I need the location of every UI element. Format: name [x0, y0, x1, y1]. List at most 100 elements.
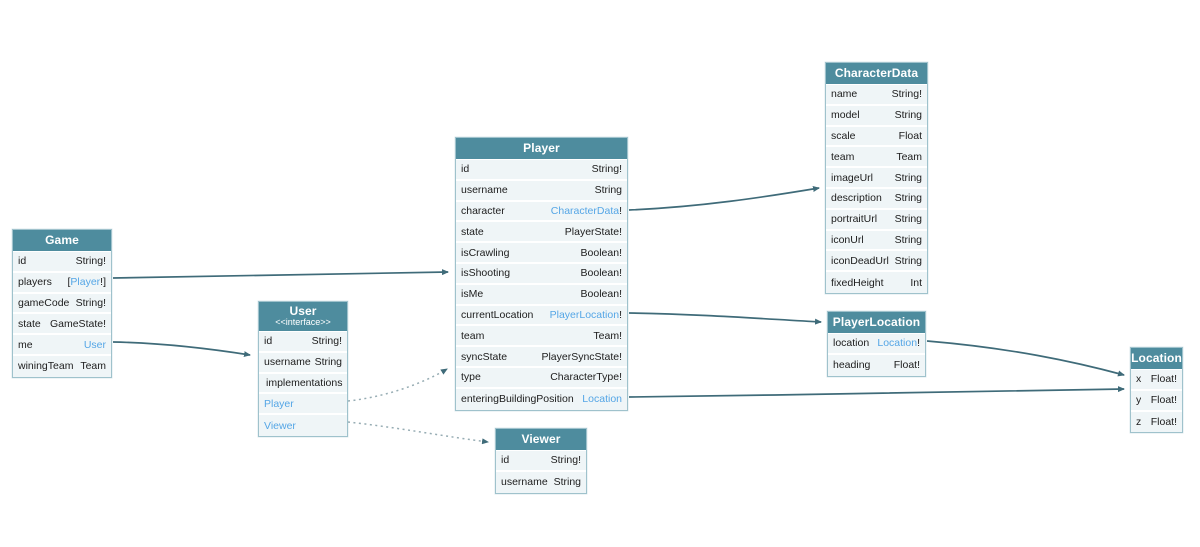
- node-title: PlayerLocation: [832, 314, 921, 329]
- implementations-section-row[interactable]: implementations: [259, 373, 347, 395]
- node-title: CharacterData: [834, 65, 919, 80]
- type-link-viewer[interactable]: Viewer: [264, 419, 296, 432]
- field-row-portraitUrl[interactable]: portraitUrl String: [826, 209, 927, 231]
- field-name: iconDeadUrl: [831, 254, 889, 267]
- field-type: Boolean!: [580, 246, 622, 259]
- field-type: Boolean!: [580, 267, 622, 280]
- field-type: String: [894, 213, 922, 226]
- field-type: String!: [550, 454, 581, 467]
- field-name: y: [1136, 394, 1142, 407]
- type-link-characterdata[interactable]: CharacterData: [550, 204, 620, 217]
- field-name: enteringBuildingPosition: [461, 393, 574, 406]
- field-type: Team: [896, 150, 922, 163]
- field-type: String!: [75, 255, 106, 268]
- field-name: team: [461, 329, 485, 342]
- field-name: isShooting: [461, 267, 511, 280]
- node-header-viewer[interactable]: Viewer: [496, 429, 586, 451]
- field-type[interactable]: CharacterData!: [551, 205, 622, 217]
- type-link-player[interactable]: Player: [70, 276, 101, 289]
- field-type[interactable]: User: [84, 339, 106, 351]
- type-suffix: !: [619, 204, 622, 217]
- field-name: z: [1136, 415, 1142, 428]
- field-type: String!: [591, 163, 622, 176]
- type-link-location[interactable]: Location: [877, 337, 918, 350]
- type-link-location[interactable]: Location: [582, 393, 622, 406]
- field-row-currentLocation[interactable]: currentLocation PlayerLocation!: [456, 305, 627, 327]
- field-name: character: [461, 204, 505, 217]
- field-row-enteringBuildingPosition[interactable]: enteringBuildingPosition Location: [456, 388, 627, 410]
- edge-player-currentlocation-to-playerlocation: [628, 312, 822, 325]
- field-row-z[interactable]: z Float!: [1131, 411, 1182, 433]
- type-link-user[interactable]: User: [83, 338, 106, 351]
- node-header-player[interactable]: Player: [456, 138, 627, 160]
- field-type: Float!: [1150, 415, 1177, 428]
- implementations-label: implementations: [266, 376, 343, 389]
- field-row-isShooting[interactable]: isShooting Boolean!: [456, 263, 627, 285]
- field-row-character[interactable]: character CharacterData!: [456, 201, 627, 223]
- type-link-player[interactable]: Player: [264, 397, 294, 410]
- field-name: name: [831, 88, 858, 101]
- field-name: portraitUrl: [831, 213, 878, 226]
- field-type[interactable]: Location: [582, 393, 622, 405]
- field-name: scale: [831, 129, 856, 142]
- field-type[interactable]: Location!: [877, 337, 920, 349]
- node-header-user[interactable]: User<<interface>>: [259, 302, 347, 332]
- field-type: CharacterType!: [550, 371, 622, 384]
- field-type[interactable]: PlayerLocation!: [550, 309, 622, 321]
- implementation-row-player[interactable]: Player: [259, 394, 347, 416]
- type-link-playerlocation[interactable]: PlayerLocation: [549, 308, 620, 321]
- node-header-game[interactable]: Game: [13, 230, 111, 252]
- node-title: Game: [45, 232, 79, 247]
- field-row-name[interactable]: name String!: [826, 85, 927, 106]
- node-header-characterdata[interactable]: CharacterData: [826, 63, 927, 85]
- node-header-location[interactable]: Location: [1131, 348, 1182, 370]
- field-type: String: [894, 254, 922, 267]
- field-type[interactable]: [Player!]: [67, 276, 106, 288]
- field-type: String: [553, 476, 581, 489]
- field-row-players[interactable]: players[Player!]: [13, 272, 111, 294]
- node-header-playerlocation[interactable]: PlayerLocation: [828, 312, 925, 334]
- field-type: Team: [80, 360, 106, 373]
- field-type: String: [894, 233, 922, 246]
- field-row-iconDeadUrl[interactable]: iconDeadUrl String: [826, 251, 927, 273]
- field-type: Float!: [1150, 394, 1177, 407]
- implementation-row-viewer[interactable]: Viewer: [259, 415, 347, 436]
- field-type: String!: [891, 88, 922, 101]
- field-row-y[interactable]: y Float!: [1131, 390, 1182, 412]
- field-name: currentLocation: [461, 308, 534, 321]
